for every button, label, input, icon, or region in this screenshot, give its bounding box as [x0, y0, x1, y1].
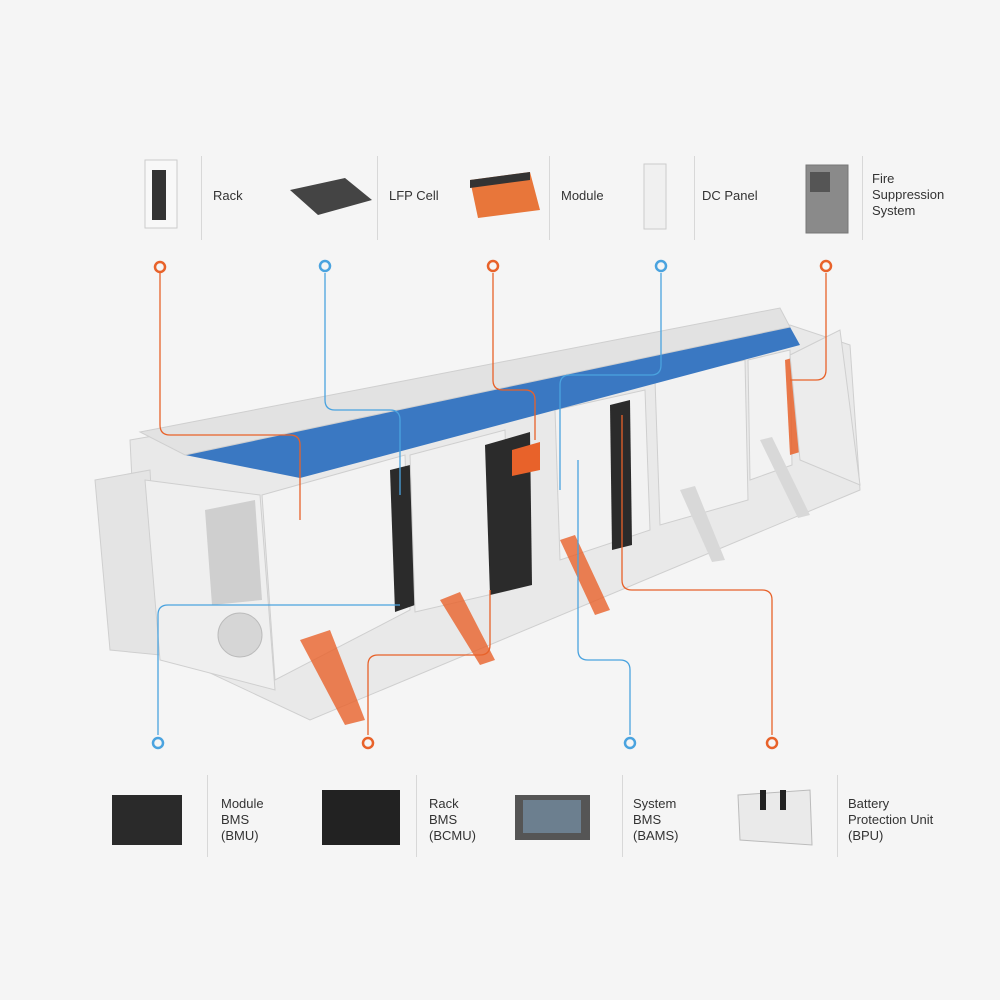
label-line: System [633, 796, 677, 811]
label-bmu: Module BMS (BMU) [221, 796, 264, 844]
label-line: Battery [848, 796, 890, 811]
connector-markers [151, 259, 833, 750]
top-thumbnails [144, 159, 849, 234]
label-line: (BAMS) [633, 828, 679, 843]
divider [837, 775, 838, 857]
divider [622, 775, 623, 857]
label-line: Suppression [872, 187, 945, 202]
label-line: (BMU) [221, 828, 259, 843]
bpu-image [737, 789, 813, 846]
label-lfp-cell: LFP Cell [389, 188, 439, 203]
dc-panel-image [643, 163, 667, 230]
bcmu-image [322, 790, 400, 845]
label-dc-panel: DC Panel [702, 188, 758, 203]
label-line: BMS [221, 812, 250, 827]
label-line: System [872, 203, 916, 218]
bottom-thumbnails [112, 789, 813, 846]
label-bpu: Battery Protection Unit (BPU) [848, 796, 933, 844]
divider [694, 156, 695, 240]
label-line: (BPU) [848, 828, 884, 843]
lfp-cell-image [290, 178, 372, 215]
label-bcmu: Rack BMS (BCMU) [429, 796, 476, 844]
label-fire-suppression: Fire Suppression System [872, 171, 944, 219]
label-line: BMS [633, 812, 662, 827]
label-module: Module [561, 188, 604, 203]
roof-cable-tray [185, 327, 800, 478]
label-line: Fire [872, 171, 895, 186]
label-rack: Rack [213, 188, 243, 203]
label-line: Module [221, 796, 264, 811]
divider [549, 156, 550, 240]
label-line: BMS [429, 812, 458, 827]
label-bams: System BMS (BAMS) [633, 796, 679, 844]
label-line: Rack [429, 796, 459, 811]
connector-lines [157, 273, 827, 735]
divider [416, 775, 417, 857]
divider [201, 156, 202, 240]
label-line: (BCMU) [429, 828, 476, 843]
divider [377, 156, 378, 240]
bmu-image [112, 795, 182, 845]
container-body [94, 324, 861, 725]
label-line: Protection Unit [848, 812, 934, 827]
divider [207, 775, 208, 857]
divider [862, 156, 863, 240]
